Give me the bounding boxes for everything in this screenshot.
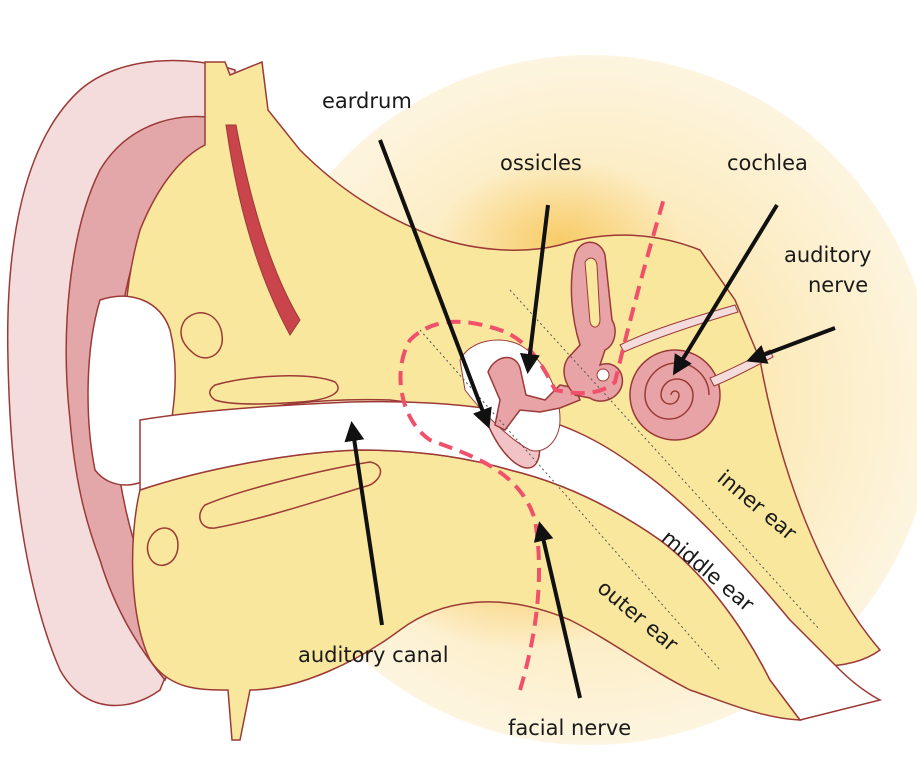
label-facial-nerve: facial nerve [508,716,631,740]
label-cochlea: cochlea [727,151,808,175]
oval-window [597,369,609,381]
label-eardrum: eardrum [322,89,412,113]
label-auditory-nerve-line2: nerve [808,273,868,297]
label-auditory-canal: auditory canal [298,643,449,667]
label-ossicles: ossicles [500,151,582,175]
label-auditory-nerve-line1: auditory [784,243,872,267]
